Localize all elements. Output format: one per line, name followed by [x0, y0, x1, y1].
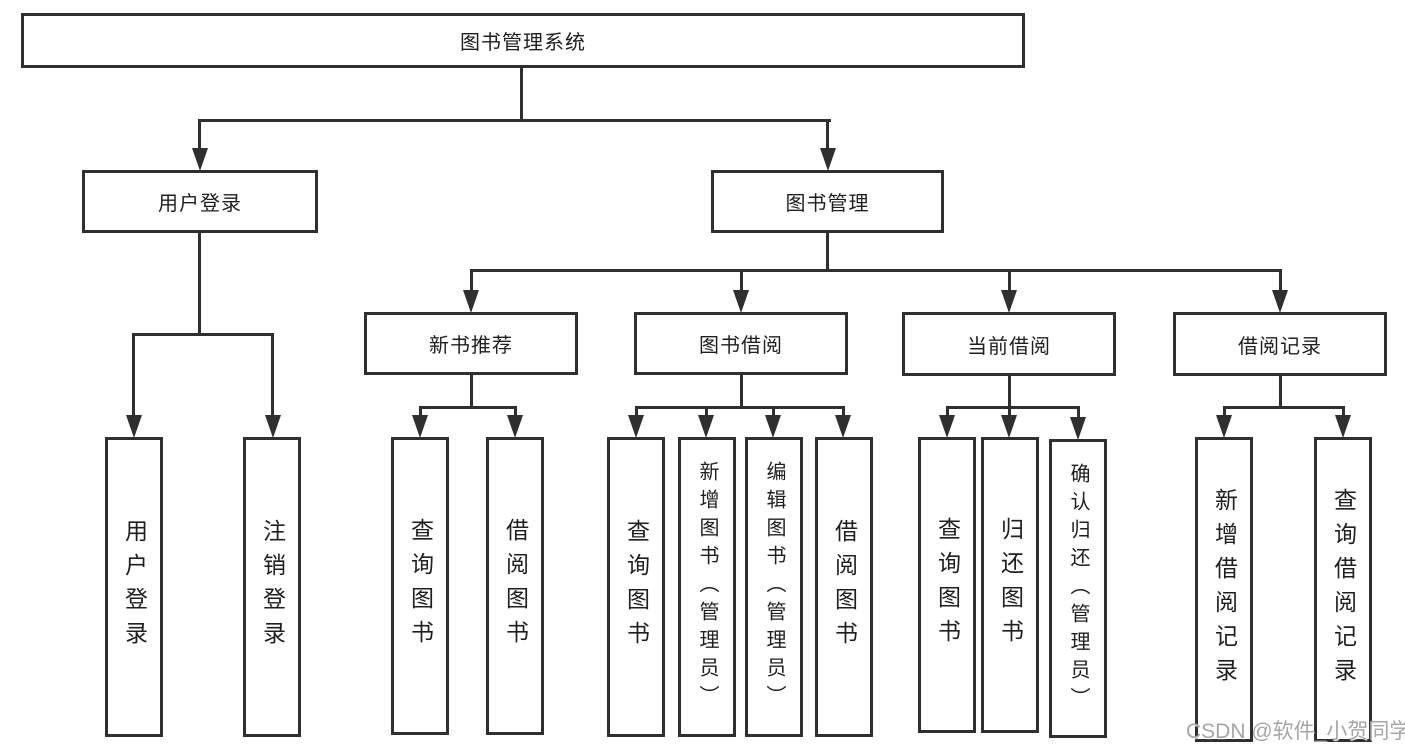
- connector-borrow-horizontal: [635, 406, 845, 409]
- leaf-query-books-current: 查询图书: [918, 437, 976, 733]
- leaf-label: 新增图书（管理员）: [696, 461, 718, 713]
- connector-borrow-stem: [740, 375, 743, 409]
- connector-current-horizontal: [946, 406, 1080, 409]
- leaf-query-borrow-record: 查询借阅记录: [1314, 437, 1372, 742]
- arrow-down-icon: [192, 148, 208, 171]
- arrow-down-icon: [835, 415, 851, 438]
- leaf-label: 查询借阅记录: [1330, 487, 1357, 692]
- connector-bookmgmt-drop-4: [1279, 269, 1282, 297]
- leaf-query-books-borrow: 查询图书: [607, 437, 665, 737]
- node-borrowing-records: 借阅记录: [1173, 312, 1387, 376]
- node-user-login: 用户登录: [82, 170, 318, 233]
- leaf-label: 查询图书: [407, 518, 434, 654]
- arrow-down-icon: [1216, 415, 1232, 438]
- connector-bookmgmt-horizontal: [470, 269, 1282, 272]
- arrow-down-icon: [463, 290, 479, 313]
- connector-recommend-horizontal: [419, 406, 517, 409]
- connector-root-stem: [520, 66, 523, 122]
- leaf-add-books-admin: 新增图书（管理员）: [678, 437, 736, 737]
- arrow-down-icon: [820, 148, 836, 171]
- arrow-down-icon: [1001, 415, 1017, 438]
- connector-bookmgmt-stem: [826, 233, 829, 272]
- connector-userlogin-drop-2: [271, 333, 274, 423]
- node-book-management-system: 图书管理系统: [21, 13, 1025, 68]
- leaf-label: 借阅图书: [831, 519, 858, 655]
- connector-bookmgmt-drop-2: [740, 269, 743, 297]
- leaf-label: 确认归还（管理员）: [1067, 462, 1089, 715]
- node-current-borrowing: 当前借阅: [902, 312, 1116, 376]
- leaf-confirm-return-admin: 确认归还（管理员）: [1049, 439, 1107, 738]
- connector-current-stem: [1008, 376, 1011, 409]
- leaf-label: 查询图书: [623, 519, 650, 655]
- arrow-down-icon: [698, 415, 714, 438]
- leaf-query-books-recommend: 查询图书: [391, 437, 449, 735]
- leaf-logout: 注销登录: [243, 437, 301, 737]
- connector-userlogin-horizontal: [132, 333, 274, 336]
- arrow-down-icon: [628, 415, 644, 438]
- arrow-down-icon: [412, 415, 428, 438]
- leaf-add-borrow-record: 新增借阅记录: [1195, 437, 1253, 742]
- arrow-down-icon: [126, 415, 142, 438]
- connector-userlogin-drop-1: [132, 333, 135, 423]
- leaf-user-login: 用户登录: [105, 437, 163, 737]
- leaf-return-books: 归还图书: [981, 437, 1039, 733]
- leaf-label: 归还图书: [997, 517, 1024, 653]
- leaf-label: 查询图书: [934, 517, 961, 653]
- arrow-down-icon: [1272, 290, 1288, 313]
- connector-records-horizontal: [1223, 406, 1345, 409]
- connector-records-stem: [1279, 376, 1282, 409]
- leaf-label: 编辑图书（管理员）: [763, 461, 785, 713]
- leaf-label: 借阅图书: [502, 518, 529, 654]
- arrow-down-icon: [733, 290, 749, 313]
- connector-bookmgmt-drop-3: [1008, 269, 1011, 297]
- arrow-down-icon: [265, 415, 281, 438]
- connector-root-right-drop: [826, 119, 829, 161]
- connector-root-left-drop: [198, 119, 201, 161]
- leaf-label: 注销登录: [259, 519, 286, 655]
- connector-userlogin-stem: [198, 233, 201, 336]
- leaf-borrow-books-recommend: 借阅图书: [486, 437, 544, 735]
- leaf-borrow-books: 借阅图书: [815, 437, 873, 737]
- connector-bookmgmt-drop-1: [470, 269, 473, 297]
- node-book-borrowing: 图书借阅: [634, 312, 848, 375]
- arrow-down-icon: [1335, 415, 1351, 438]
- arrow-down-icon: [1001, 290, 1017, 313]
- arrow-down-icon: [939, 415, 955, 438]
- arrow-down-icon: [1070, 417, 1086, 440]
- arrow-down-icon: [507, 415, 523, 438]
- node-book-management: 图书管理: [711, 170, 944, 233]
- connector-root-horizontal: [198, 119, 831, 122]
- leaf-label: 用户登录: [121, 519, 148, 655]
- connector-recommend-stem: [470, 375, 473, 409]
- watermark-text: CSDN @软件_小贺同学: [1186, 720, 1405, 743]
- leaf-label: 新增借阅记录: [1211, 487, 1238, 692]
- leaf-edit-books-admin: 编辑图书（管理员）: [745, 437, 803, 737]
- connector-current-drop-3: [1077, 406, 1080, 424]
- arrow-down-icon: [765, 415, 781, 438]
- node-new-book-recommendation: 新书推荐: [364, 312, 578, 375]
